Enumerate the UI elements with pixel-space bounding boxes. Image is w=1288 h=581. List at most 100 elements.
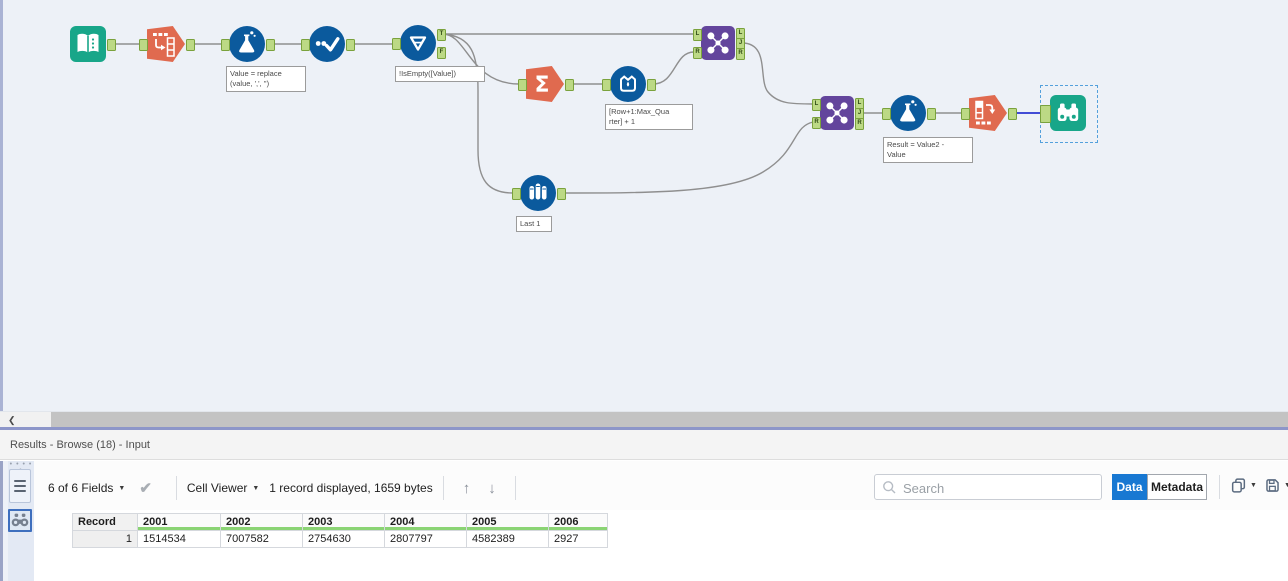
- port[interactable]: [512, 188, 521, 200]
- data-cell[interactable]: 2754630: [302, 530, 385, 548]
- port-t[interactable]: T: [437, 29, 446, 41]
- flask-icon: [239, 31, 256, 53]
- port-l[interactable]: L: [812, 99, 821, 111]
- transpose-icon: [153, 33, 175, 57]
- fields-dropdown[interactable]: 6 of 6 Fields ▼: [48, 481, 126, 495]
- data-cell[interactable]: 2927: [548, 530, 608, 548]
- port[interactable]: [186, 39, 195, 51]
- search-input[interactable]: [901, 476, 1101, 500]
- cell-viewer-dropdown[interactable]: Cell Viewer ▼: [186, 481, 260, 495]
- port-f[interactable]: F: [437, 47, 446, 59]
- browse-view-button[interactable]: [8, 509, 32, 532]
- column-header-2005[interactable]: 2005: [466, 513, 549, 531]
- connection[interactable]: [562, 121, 814, 194]
- port[interactable]: [961, 108, 970, 120]
- formula-tool-1-annotation[interactable]: Value = replace (value, ',', ''): [226, 66, 306, 92]
- chevron-down-icon: ▼: [1250, 482, 1257, 489]
- port-r[interactable]: R: [812, 117, 821, 129]
- scroll-up-button[interactable]: ↑: [462, 479, 471, 497]
- data-cell[interactable]: 7007582: [220, 530, 303, 548]
- connection[interactable]: [741, 42, 814, 105]
- save-button[interactable]: ▼: [1264, 477, 1288, 494]
- port[interactable]: [221, 39, 230, 51]
- select-tool[interactable]: [309, 26, 345, 62]
- port-r[interactable]: R: [736, 48, 745, 60]
- select-icon: [315, 37, 340, 52]
- scroll-down-button[interactable]: ↓: [488, 479, 496, 497]
- port[interactable]: [518, 79, 527, 91]
- join-tool-2[interactable]: [820, 96, 854, 130]
- port[interactable]: [346, 39, 355, 51]
- canvas-left-edge: [0, 0, 3, 411]
- port[interactable]: [107, 39, 116, 51]
- column-header-2004[interactable]: 2004: [384, 513, 467, 531]
- copy-button[interactable]: ▼: [1230, 477, 1257, 494]
- port[interactable]: [927, 108, 936, 120]
- port[interactable]: [301, 39, 310, 51]
- port[interactable]: [1040, 105, 1051, 123]
- filter-tool-annotation[interactable]: !IsEmpty([Value]): [395, 66, 485, 82]
- search-box[interactable]: [874, 474, 1102, 500]
- port[interactable]: [266, 39, 275, 51]
- column-header-2002[interactable]: 2002: [220, 513, 303, 531]
- flask-icon: [900, 100, 917, 122]
- data-cell[interactable]: 1514534: [137, 530, 221, 548]
- port[interactable]: [565, 79, 574, 91]
- port-l[interactable]: L: [693, 29, 702, 41]
- data-cell[interactable]: 2807797: [384, 530, 467, 548]
- binoculars-icon: [11, 513, 29, 527]
- table-layout-button[interactable]: [9, 469, 31, 503]
- port[interactable]: [392, 38, 401, 50]
- browse-tool[interactable]: [1050, 95, 1086, 131]
- results-panel-title: Results - Browse (18) - Input: [0, 430, 1288, 460]
- formula-tool-2[interactable]: [890, 95, 926, 131]
- join-icon: [826, 102, 848, 124]
- formula-tool-1[interactable]: [229, 26, 265, 62]
- tab-data[interactable]: Data: [1112, 474, 1147, 500]
- port[interactable]: [602, 79, 611, 91]
- port[interactable]: [647, 79, 656, 91]
- results-panel-border: [0, 427, 1288, 430]
- chevron-down-icon: ▼: [1284, 482, 1288, 489]
- port-r[interactable]: R: [855, 118, 864, 130]
- join-tool-1[interactable]: [701, 26, 735, 60]
- scroll-left-button[interactable]: ❮: [0, 412, 58, 428]
- connection[interactable]: [442, 33, 514, 194]
- column-header-record[interactable]: Record: [72, 513, 138, 531]
- port[interactable]: [1008, 108, 1017, 120]
- crosstab-icon: [975, 100, 996, 125]
- record-number-cell[interactable]: 1: [72, 530, 138, 548]
- filter-tool[interactable]: [400, 25, 436, 61]
- column-header-2006[interactable]: 2006: [548, 513, 608, 531]
- record-summary: 1 record displayed, 1659 bytes: [269, 481, 433, 495]
- results-panel-body: • • • • • 6 of 6 Fields ▼ ✔: [0, 461, 1288, 581]
- connection[interactable]: [652, 51, 695, 85]
- formula-tool-2-annotation[interactable]: Result = Value2 - Value: [883, 137, 973, 163]
- port[interactable]: [882, 108, 891, 120]
- results-left-gap: [3, 461, 8, 581]
- port[interactable]: [139, 39, 148, 51]
- multi-row-formula-tool[interactable]: [610, 66, 646, 102]
- port-r[interactable]: R: [693, 47, 702, 59]
- results-toolbar: 6 of 6 Fields ▼ ✔ Cell Viewer ▼ 1 record…: [34, 461, 1288, 548]
- chevron-down-icon: ▼: [252, 484, 260, 492]
- apply-check-icon[interactable]: ✔: [139, 480, 152, 497]
- search-icon: [883, 481, 896, 494]
- horizontal-scrollbar[interactable]: ❮: [0, 411, 1288, 428]
- sample-tool[interactable]: [520, 175, 556, 211]
- column-header-2003[interactable]: 2003: [302, 513, 385, 531]
- column-header-2001[interactable]: 2001: [137, 513, 221, 531]
- sample-tool-annotation[interactable]: Last 1: [516, 216, 552, 232]
- connection[interactable]: [442, 33, 520, 85]
- port[interactable]: [557, 188, 566, 200]
- multi-row-formula-tool-annotation[interactable]: [Row+1:Max_Qua rter] + 1: [605, 104, 693, 130]
- join-icon: [707, 32, 729, 54]
- results-left-edge: [0, 461, 3, 581]
- data-cell[interactable]: 4582389: [466, 530, 549, 548]
- tab-metadata[interactable]: Metadata: [1147, 474, 1207, 500]
- input-data-tool[interactable]: [70, 26, 106, 62]
- scrollbar-thumb[interactable]: [51, 412, 1288, 428]
- results-icon-strip: • • • • •: [8, 461, 34, 581]
